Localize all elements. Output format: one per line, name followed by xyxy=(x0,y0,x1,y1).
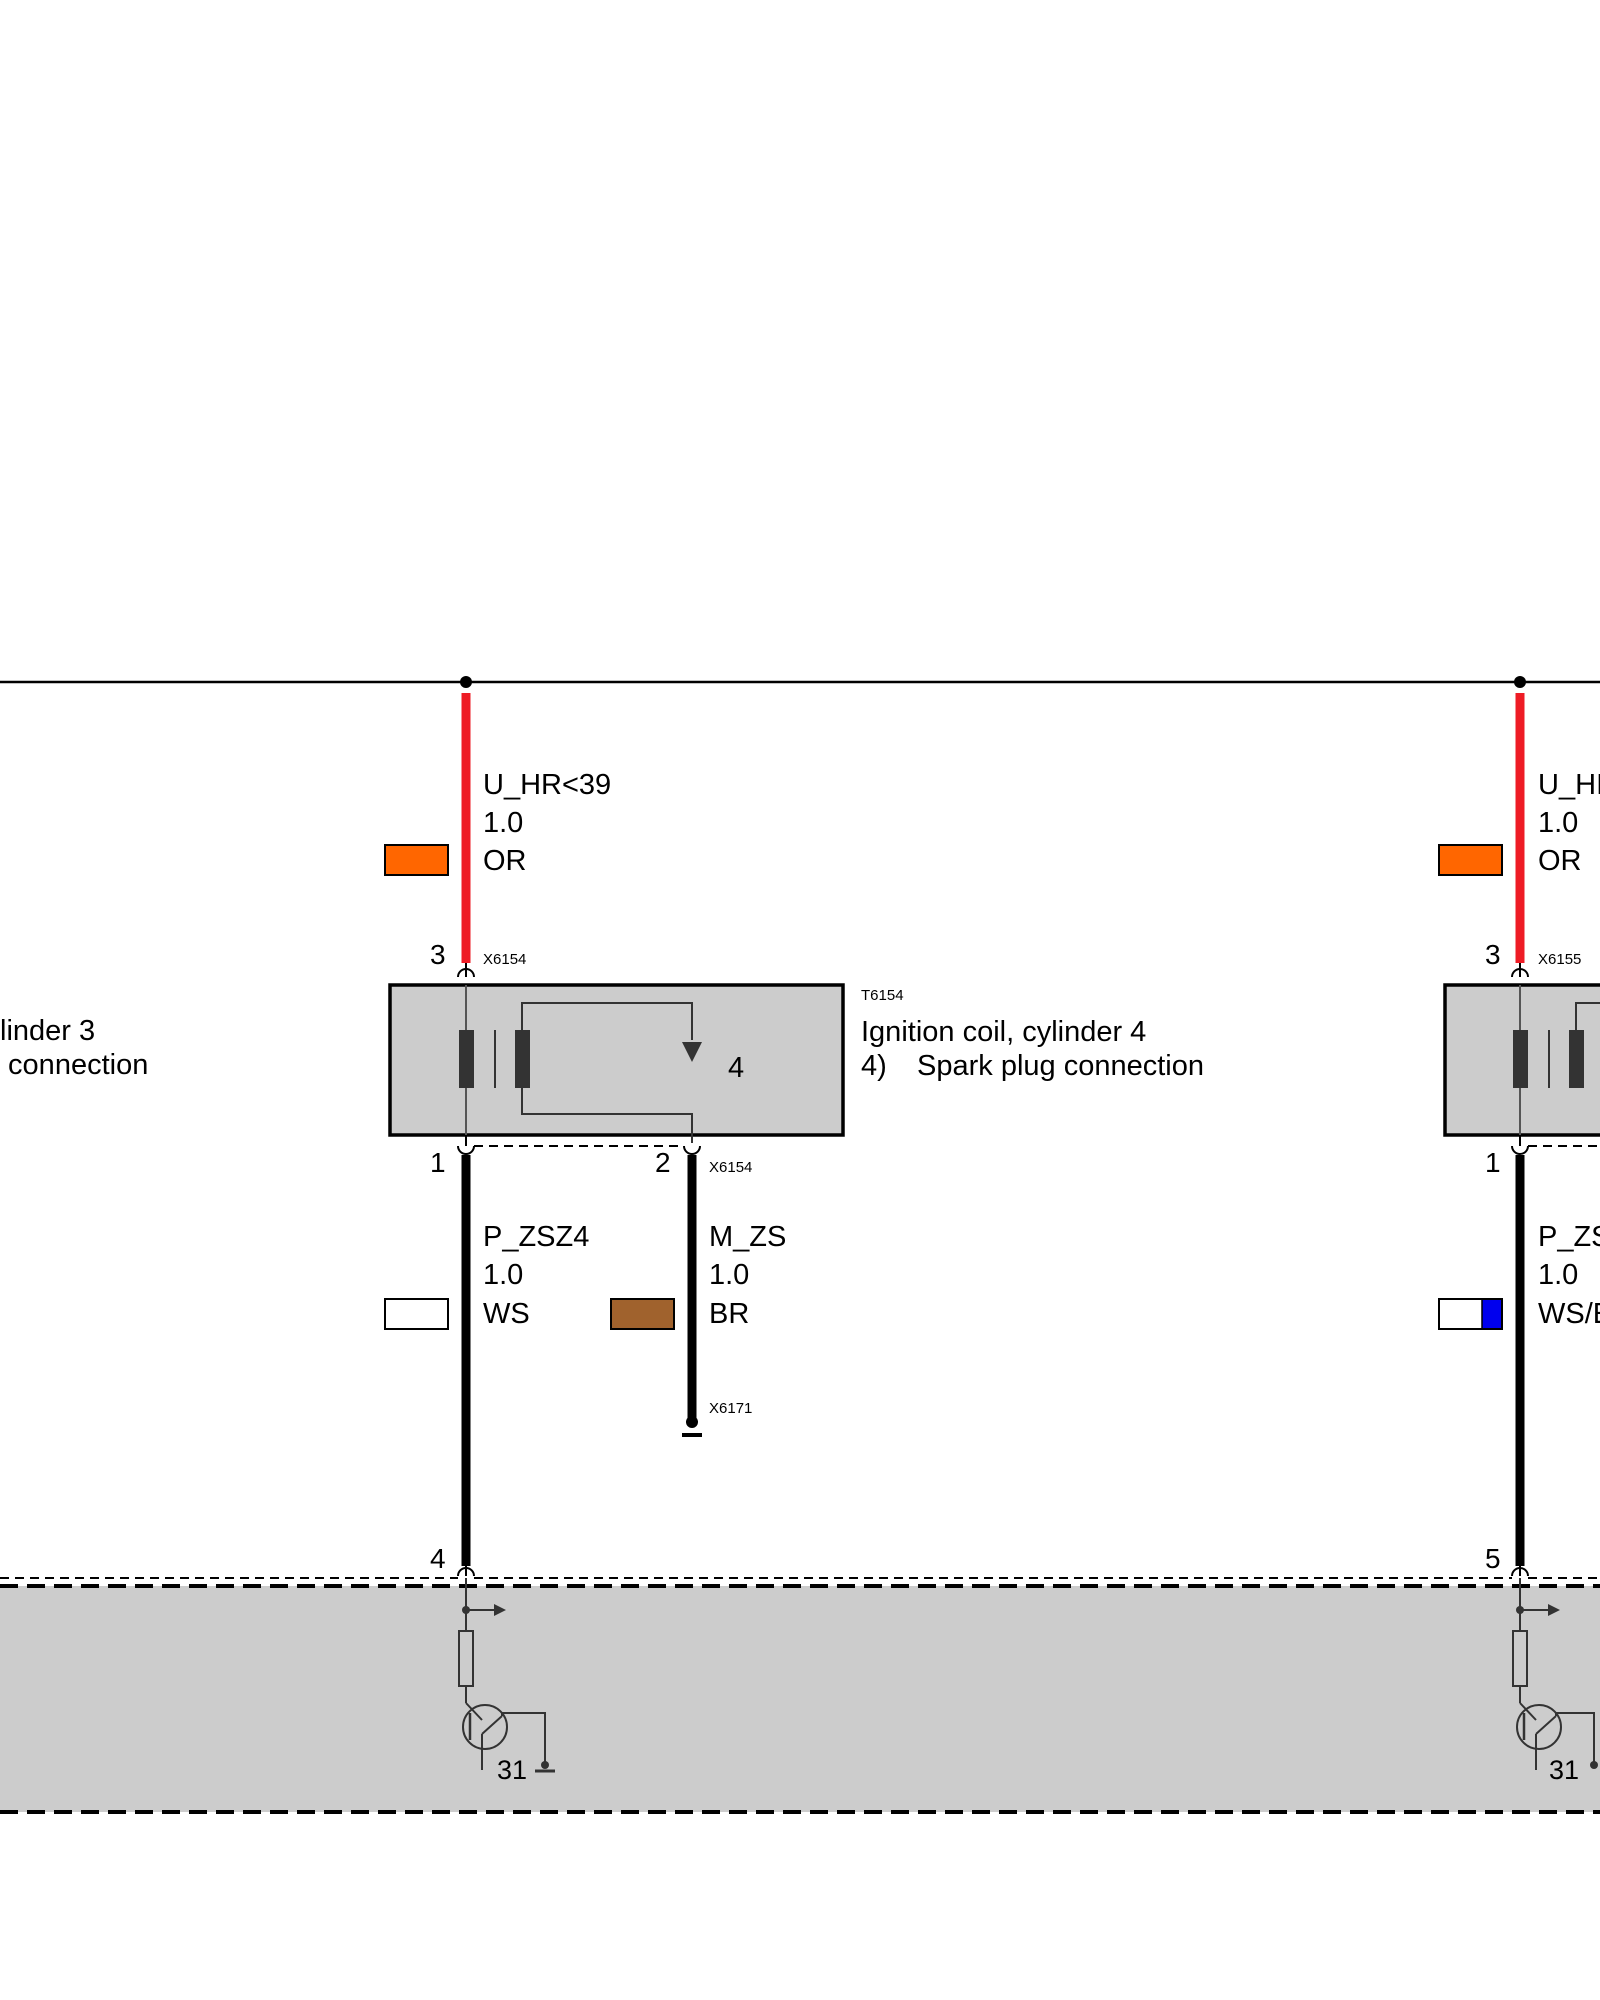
ground-wire-color-code: BR xyxy=(709,1298,749,1330)
ground-wire-color-swatch xyxy=(610,1298,675,1330)
spark-plug-item-number: 4) xyxy=(861,1050,887,1082)
pin-ground-number: 2 xyxy=(655,1147,671,1178)
supply-wire-color-code: OR xyxy=(483,845,527,877)
pin-signal-number: 1 xyxy=(430,1147,446,1178)
ecu-pin-cyl5: 5 xyxy=(1485,1543,1501,1574)
engine-control-unit: 31 31 xyxy=(0,1577,1600,1814)
connector-bottom-id: X6154 xyxy=(709,1159,752,1176)
ground-wire-name: M_ZS xyxy=(709,1221,786,1253)
pin-signal-5-number: 1 xyxy=(1485,1147,1501,1178)
pin-supply-5-number: 3 xyxy=(1485,939,1501,970)
connector-top-id: X6154 xyxy=(483,951,526,968)
cylinder-5-circuit: U_HI 1.0 OR 3 X6155 1 P_ZS 1.0 WS/E xyxy=(1438,693,1600,1577)
supply-wire-signal-name: U_HR<39 xyxy=(483,769,611,801)
supply-wire-5-color-swatch xyxy=(1438,844,1503,876)
connector-top-5-id: X6155 xyxy=(1538,951,1581,968)
supply-wire-5-color-code: OR xyxy=(1538,845,1582,877)
ecu-body xyxy=(0,1586,1600,1812)
signal-wire-5-color-code-fragment: WS/E xyxy=(1538,1298,1600,1330)
connector-bottom-arc-2 xyxy=(683,1145,701,1155)
cylinder-4-circuit: U_HR<39 1.0 OR 3 X6154 T6154 Ignition co… xyxy=(384,693,1204,1577)
signal-wire-5-name-fragment: P_ZS xyxy=(1538,1221,1600,1253)
ecu-ground-label-1: 31 xyxy=(497,1755,527,1785)
supply-wire-color-swatch xyxy=(384,844,449,876)
pin-supply-number: 3 xyxy=(430,939,446,970)
supply-wire-5-size: 1.0 xyxy=(1538,807,1578,839)
supply-wire-size: 1.0 xyxy=(483,807,523,839)
signal-wire-name: P_ZSZ4 xyxy=(483,1221,589,1253)
spark-plug-output-label: 4 xyxy=(728,1052,744,1084)
ecu-driver-stage-cyl4: 31 xyxy=(458,1578,555,1785)
ground-wire-size: 1.0 xyxy=(709,1259,749,1291)
ecu-driver-stage-cyl5: 31 xyxy=(1512,1578,1598,1785)
spark-plug-item-text: Spark plug connection xyxy=(917,1050,1204,1082)
cylinder-3-title-fragment: linder 3 xyxy=(0,1015,95,1047)
ground-point-id: X6171 xyxy=(709,1400,752,1417)
ecu-pin-cyl4: 4 xyxy=(430,1543,446,1574)
ignition-coil-body xyxy=(388,983,845,1137)
coil-winding-symbol xyxy=(459,985,702,1143)
signal-wire-color-swatch xyxy=(384,1298,449,1330)
signal-wire-size: 1.0 xyxy=(483,1259,523,1291)
cylinder-3-item-fragment: connection xyxy=(0,1049,148,1081)
ignition-coil-ref: T6154 xyxy=(861,987,904,1004)
bus-junction-dot-1 xyxy=(460,676,472,688)
supply-bus xyxy=(0,676,1600,688)
supply-wire-5-signal-fragment: U_HI xyxy=(1538,769,1600,801)
ecu-ground-label-2: 31 xyxy=(1549,1755,1579,1785)
connector-bottom-arc-1 xyxy=(457,1145,475,1155)
ground-point-dot xyxy=(686,1416,698,1428)
cylinder-3-partial-label: linder 3 connection xyxy=(0,1015,148,1081)
signal-wire-5-color-swatch xyxy=(1438,1298,1503,1330)
signal-wire-5-size: 1.0 xyxy=(1538,1259,1578,1291)
ignition-coil-title: Ignition coil, cylinder 4 xyxy=(861,1016,1146,1048)
bus-junction-dot-2 xyxy=(1514,676,1526,688)
signal-wire-color-code: WS xyxy=(483,1298,530,1330)
coil-5-winding-symbol xyxy=(1513,985,1600,1135)
